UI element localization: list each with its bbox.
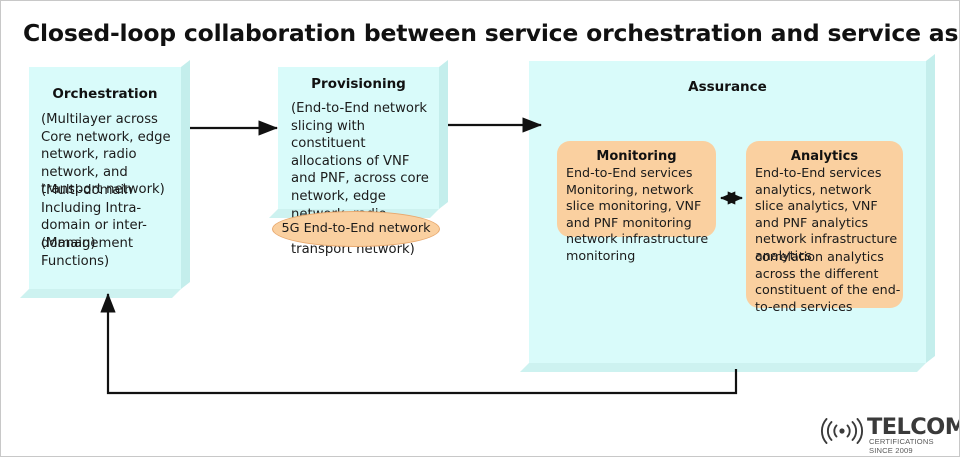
5g-end-to-end-network-label: 5G End-to-End network: [281, 221, 431, 236]
monitoring-box: Monitoring End-to-End services Monitorin…: [557, 141, 716, 263]
orchestration-panel-bottom: [20, 289, 181, 298]
logo-tagline: CERTIFICATIONS SINCE 2009: [869, 437, 934, 455]
5g-end-to-end-network-ellipse: 5G End-to-End network: [272, 211, 440, 247]
assurance-panel-side: [926, 53, 935, 363]
provisioning-panel-face: [278, 67, 439, 209]
orchestration-paragraph-1: (Multilayer across Core network, edge ne…: [41, 112, 171, 198]
orchestration-panel: Orchestration (Multilayer across Core ne…: [20, 59, 190, 298]
provisioning-heading: Provisioning: [311, 76, 406, 92]
assurance-panel-bottom: [520, 363, 926, 372]
logo-wordmark: TELCOMA: [867, 414, 959, 440]
analytics-box: Analytics End-to-End services analytics,…: [746, 141, 903, 314]
orchestration-paragraph-2: (Multi-domain Including Intra-domain or …: [41, 183, 147, 251]
orchestration-paragraph-3: (Management Functions): [41, 236, 134, 269]
assurance-heading: Assurance: [688, 79, 767, 95]
analytics-body-2: correlation analytics across the differe…: [755, 249, 901, 314]
orchestration-panel-side: [181, 59, 190, 289]
provisioning-panel-side: [439, 59, 448, 209]
telcoma-logo: TELCOMA CERTIFICATIONS SINCE 2009: [819, 413, 959, 455]
orchestration-heading: Orchestration: [52, 86, 158, 102]
monitoring-heading: Monitoring: [596, 149, 677, 164]
analytics-body-1: End-to-End services analytics, network s…: [755, 165, 898, 263]
signal-waves-icon: [820, 418, 864, 444]
provisioning-panel: Provisioning (End-to-End network slicing…: [269, 59, 448, 257]
analytics-heading: Analytics: [790, 149, 859, 164]
monitoring-body: End-to-End services Monitoring, network …: [566, 165, 709, 263]
orchestration-panel-face: [29, 67, 181, 289]
page-title: Closed-loop collaboration between servic…: [23, 19, 960, 47]
